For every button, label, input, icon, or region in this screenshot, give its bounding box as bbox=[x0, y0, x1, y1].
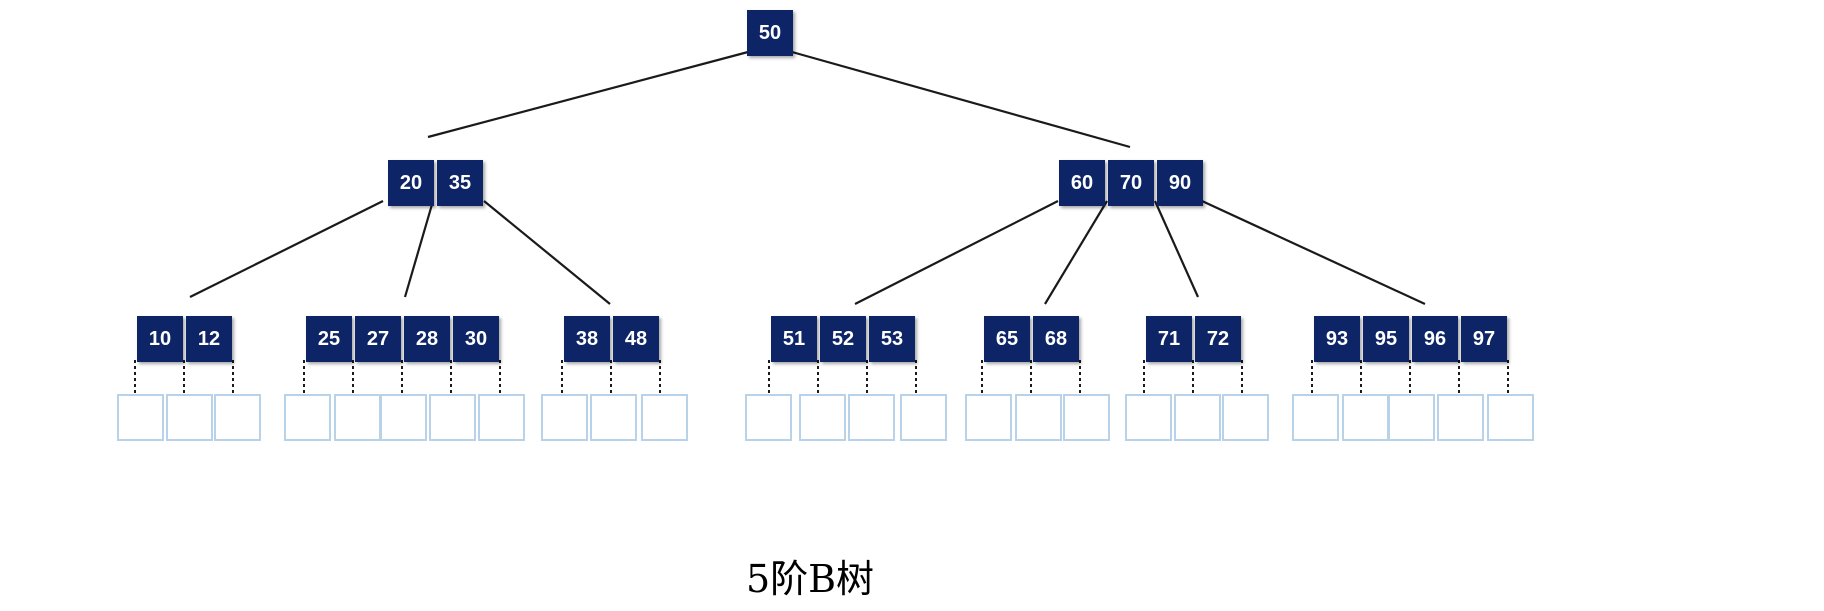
empty-child-box bbox=[1292, 394, 1339, 441]
internal-node-key: 35 bbox=[437, 160, 483, 206]
empty-child-box bbox=[284, 394, 331, 441]
leaf-node-key: 53 bbox=[869, 316, 915, 362]
empty-child-box bbox=[1222, 394, 1269, 441]
empty-child-box bbox=[1063, 394, 1110, 441]
edge-60-70-90-child-1 bbox=[1044, 200, 1108, 305]
leaf-node-key: 96 bbox=[1412, 316, 1458, 362]
diagram-caption: 5阶B树 bbox=[745, 557, 875, 601]
root-key: 50 bbox=[747, 10, 793, 56]
empty-child-box bbox=[334, 394, 381, 441]
empty-child-box bbox=[117, 394, 164, 441]
leaf-node-key: 10 bbox=[137, 316, 183, 362]
edge-root-right bbox=[791, 50, 1131, 149]
empty-child-box bbox=[900, 394, 947, 441]
empty-child-box bbox=[1487, 394, 1534, 441]
leaf-node-key: 38 bbox=[564, 316, 610, 362]
leaf-node-key: 97 bbox=[1461, 316, 1507, 362]
empty-child-box bbox=[214, 394, 261, 441]
leaf-node-key: 27 bbox=[355, 316, 401, 362]
empty-child-box bbox=[1342, 394, 1389, 441]
empty-child-box bbox=[1174, 394, 1221, 441]
empty-child-box bbox=[965, 394, 1012, 441]
leaf-node-key: 65 bbox=[984, 316, 1030, 362]
edge-60-70-90-child-3 bbox=[1201, 200, 1426, 305]
empty-child-box bbox=[380, 394, 427, 441]
edge-root-left bbox=[427, 50, 749, 139]
empty-child-box bbox=[745, 394, 792, 441]
edge-60-70-90-child-2 bbox=[1153, 200, 1200, 298]
empty-child-box bbox=[166, 394, 213, 441]
empty-child-box bbox=[799, 394, 846, 441]
edge-60-70-90-child-0 bbox=[854, 200, 1059, 305]
leaf-node-key: 52 bbox=[820, 316, 866, 362]
empty-child-box bbox=[541, 394, 588, 441]
internal-node-key: 20 bbox=[388, 160, 434, 206]
leaf-node-key: 95 bbox=[1363, 316, 1409, 362]
leaf-node-key: 25 bbox=[306, 316, 352, 362]
leaf-node-key: 28 bbox=[404, 316, 450, 362]
internal-node-key: 70 bbox=[1108, 160, 1154, 206]
empty-child-box bbox=[1437, 394, 1484, 441]
empty-child-box bbox=[848, 394, 895, 441]
leaf-node-key: 48 bbox=[613, 316, 659, 362]
empty-child-box bbox=[641, 394, 688, 441]
internal-node-key: 60 bbox=[1059, 160, 1105, 206]
edge-20-35-child-2 bbox=[483, 200, 611, 305]
empty-child-box bbox=[1125, 394, 1172, 441]
empty-child-box bbox=[590, 394, 637, 441]
internal-node-key: 90 bbox=[1157, 160, 1203, 206]
leaf-node-key: 93 bbox=[1314, 316, 1360, 362]
edge-20-35-child-1 bbox=[403, 200, 435, 298]
empty-child-box bbox=[1015, 394, 1062, 441]
leaf-node-key: 68 bbox=[1033, 316, 1079, 362]
leaf-node-key: 30 bbox=[453, 316, 499, 362]
edge-20-35-child-0 bbox=[189, 200, 384, 298]
empty-child-box bbox=[1388, 394, 1435, 441]
empty-child-box bbox=[429, 394, 476, 441]
leaf-node-key: 51 bbox=[771, 316, 817, 362]
empty-child-box bbox=[478, 394, 525, 441]
leaf-node-key: 71 bbox=[1146, 316, 1192, 362]
leaf-node-key: 12 bbox=[186, 316, 232, 362]
leaf-node-key: 72 bbox=[1195, 316, 1241, 362]
